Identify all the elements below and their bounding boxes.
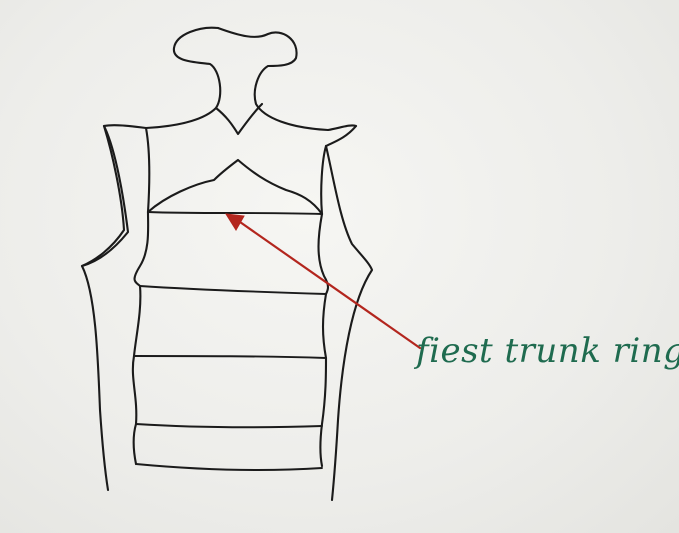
- head-lobe: [82, 28, 220, 266]
- head-lobe-top: [218, 28, 328, 130]
- ring-line-5: [136, 464, 322, 470]
- ring-line-3: [134, 356, 326, 358]
- pointer-arrow-shaft: [240, 222, 420, 348]
- ring-line-2: [140, 286, 326, 294]
- first-ring-cap: [148, 160, 322, 214]
- right-outer-flange: [326, 126, 372, 500]
- trunk-right-side: [319, 214, 329, 466]
- ring-line-1: [148, 212, 322, 214]
- left-outer-flange: [82, 126, 124, 490]
- ring-line-4: [136, 424, 322, 427]
- neck-inner-curve: [146, 104, 326, 214]
- annotation-label: fiest trunk ring.: [413, 331, 679, 371]
- trunk-left-side: [133, 212, 148, 464]
